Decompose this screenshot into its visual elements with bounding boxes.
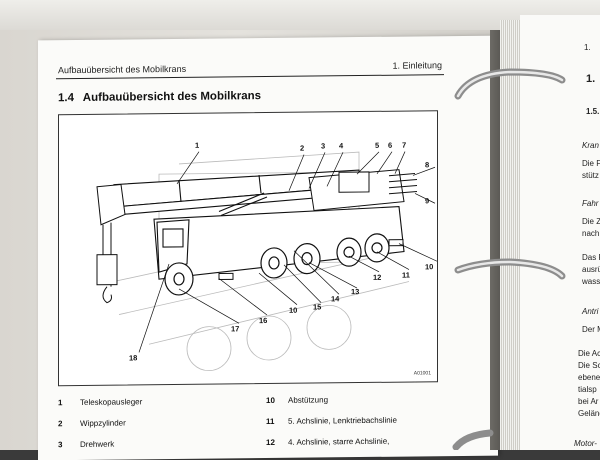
callout-8: 8: [425, 160, 429, 169]
callout-4: 4: [339, 141, 344, 150]
callout-leaders: [138, 151, 438, 353]
running-header-left: Aufbauübersicht des Mobilkrans: [58, 63, 187, 76]
carrier-chassis: [153, 206, 405, 280]
right-fragment: Motor-: [574, 439, 597, 448]
right-page-mark: 1.: [584, 43, 591, 52]
right-fragment: Die F: [582, 159, 600, 168]
right-fragment: Der M: [582, 325, 600, 334]
callout-10-rear: 10: [289, 306, 297, 315]
header-rule: [56, 74, 444, 80]
callout-15: 15: [313, 302, 321, 311]
legend-item: 3 Drehwerk: [58, 440, 114, 450]
right-fragment: Kran: [582, 141, 599, 150]
callout-2: 2: [300, 144, 304, 153]
section-title: 1.4 Aufbauübersicht des Mobilkrans: [58, 90, 261, 104]
crane-diagram: 1 2 3 4 5 6 7 8 9 10 11 12 13 14 15 16 1…: [58, 110, 438, 387]
figure-id: A01001: [413, 370, 431, 377]
legend-item: 11 5. Achslinie, Lenktriebachslinie: [266, 416, 397, 426]
right-fragment: nach: [582, 229, 600, 238]
right-fragment: Das F: [582, 253, 600, 262]
right-fragment: 1.5.: [586, 107, 600, 116]
legend-label: Teleskopausleger: [80, 397, 143, 407]
crane-illustration: 1 2 3 4 5 6 7 8 9 10 11 12 13 14 15 16 1…: [96, 141, 438, 372]
right-fragment: bei Ar: [578, 397, 599, 406]
right-fragment: Geländ: [578, 409, 600, 418]
callout-numbers: 1 2 3 4 5 6 7 8 9 10 11 12 13 14 15 16 1…: [129, 141, 433, 363]
callout-16: 16: [259, 316, 267, 325]
callout-1: 1: [195, 141, 199, 150]
section-number: 1.4: [58, 92, 74, 105]
right-fragment: Antri: [582, 307, 599, 316]
legend-number: 10: [266, 395, 275, 406]
right-fragment: tialsp: [578, 385, 597, 394]
callout-11: 11: [402, 271, 410, 280]
boom-head-hook: [96, 183, 126, 304]
callout-7: 7: [402, 141, 406, 150]
legend-label: Abstützung: [288, 395, 329, 405]
legend-number: 1: [58, 398, 63, 408]
callout-6: 6: [388, 141, 392, 150]
legend-item: 2 Wippzylinder: [58, 418, 126, 428]
right-fragment: ausrü: [582, 265, 600, 274]
running-header-right: 1. Einleitung: [392, 60, 442, 71]
luffing-cylinder: [218, 192, 268, 217]
callout-12: 12: [373, 273, 381, 282]
callout-5: 5: [375, 141, 379, 150]
manual-page-left: Aufbauübersicht des Mobilkrans 1. Einlei…: [38, 35, 498, 460]
right-fragment: ebene: [578, 373, 600, 382]
right-fragment: wass: [582, 277, 600, 286]
legend-item: 1 Teleskopausleger: [58, 397, 142, 407]
right-fragment: Die Z: [582, 217, 600, 226]
section-title-text: Aufbauübersicht des Mobilkrans: [82, 90, 262, 104]
right-fragment: Die Sc: [578, 361, 600, 370]
right-fragment: Fahr: [582, 199, 599, 208]
callout-13: 13: [351, 287, 359, 296]
legend-number: 3: [58, 440, 63, 450]
legend-number: 11: [266, 416, 275, 427]
binder-ring-middle: [454, 258, 566, 280]
legend-label: Wippzylinder: [80, 418, 126, 428]
callout-10: 10: [425, 262, 433, 271]
legend-item: 10 Abstützung: [266, 395, 328, 405]
right-fragment: Die Ac: [578, 349, 600, 358]
right-fragment: 1.: [586, 73, 596, 85]
legend-label: 5. Achslinie, Lenktriebachslinie: [288, 415, 397, 426]
legend-item: 12 4. Achslinie, starre Achslinie,: [266, 437, 389, 447]
wheels: [164, 233, 390, 296]
callout-18: 18: [129, 353, 137, 362]
legend-number: 2: [58, 419, 63, 429]
legend-label: 4. Achslinie, starre Achslinie,: [288, 436, 390, 447]
legend-number: 12: [266, 437, 275, 448]
binder-ring-bottom: [452, 429, 494, 450]
component-legend: 1 Teleskopausleger 2 Wippzylinder 3 Dreh…: [58, 386, 458, 449]
callout-17: 17: [231, 324, 239, 333]
manual-page-right: 1. 1. 1.5. Kran Die F stütz Fahr Die Z n…: [520, 15, 600, 450]
callout-14: 14: [331, 294, 340, 303]
outriggers: [218, 239, 404, 281]
superstructure: [308, 169, 418, 212]
callout-9: 9: [425, 196, 429, 205]
binder-ring-top: [454, 68, 566, 100]
legend-label: Drehwerk: [80, 439, 115, 449]
right-fragment: stütz: [582, 171, 599, 180]
callout-3: 3: [321, 141, 325, 150]
